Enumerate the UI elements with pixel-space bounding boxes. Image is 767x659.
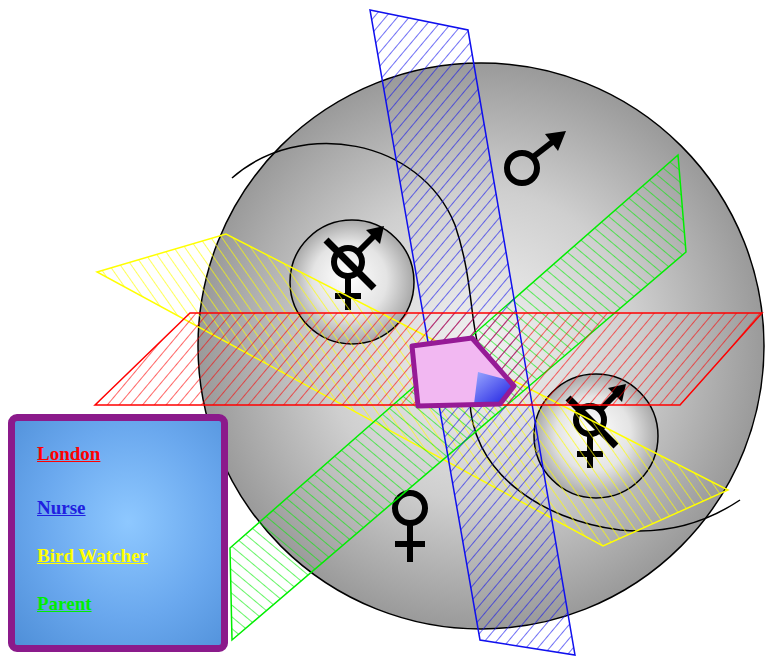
intersection-region (412, 338, 514, 406)
legend-entry: Bird Watcher (37, 545, 148, 567)
legend-label: Bird Watcher (37, 545, 148, 566)
legend-label: Parent (37, 593, 92, 614)
male-symbol (507, 131, 566, 183)
london-plane (95, 313, 762, 405)
legend-label: Nurse (37, 497, 86, 518)
legend-entry: London (37, 443, 100, 465)
legend-entry: Nurse (37, 497, 86, 519)
female-symbol (395, 493, 425, 562)
legend-panel: LondonNurseBird WatcherParent (8, 414, 228, 652)
intersection-outline (412, 338, 514, 406)
legend-entry: Parent (37, 593, 92, 615)
legend-label: London (37, 443, 100, 464)
